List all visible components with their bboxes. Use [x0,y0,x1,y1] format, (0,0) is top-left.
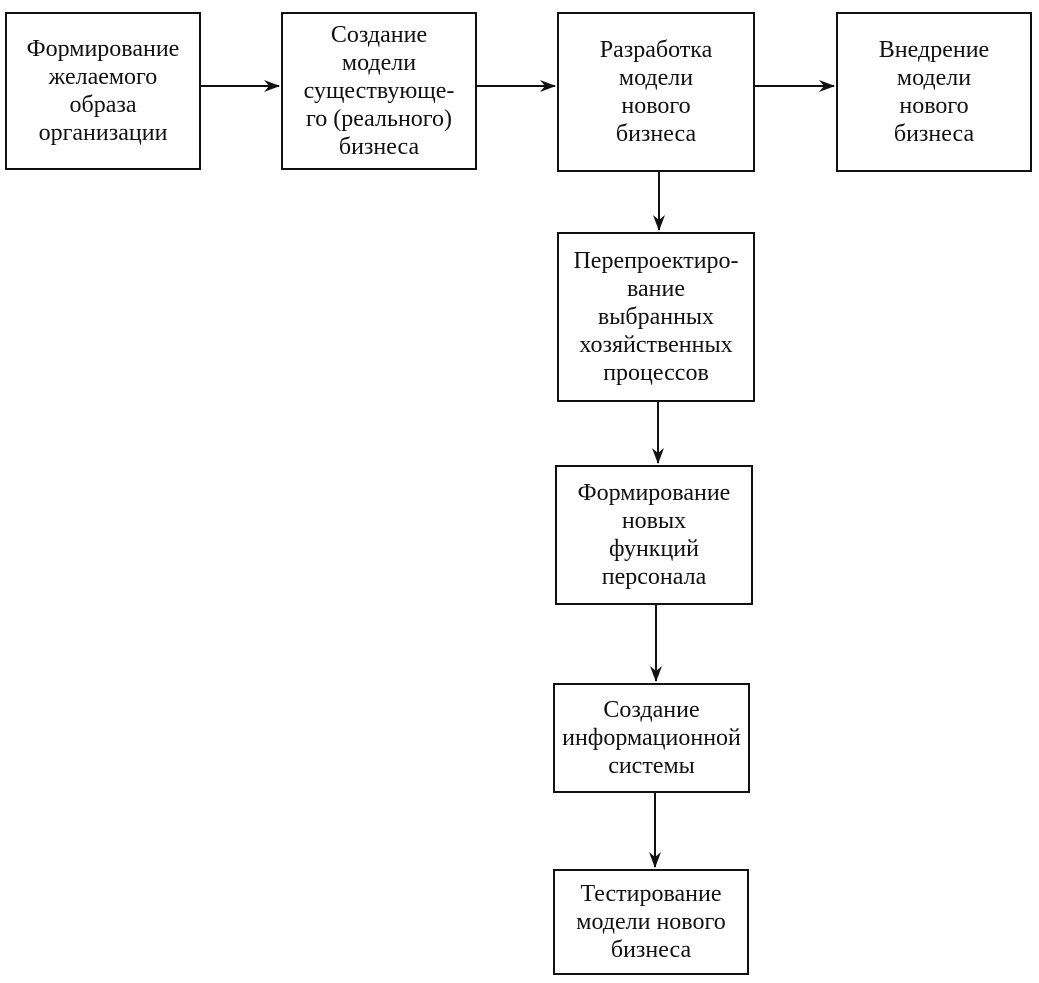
node-model-existing-business: Создание модели существующе- го (реально… [281,12,477,170]
node-test-new-business-model: Тестирование модели нового бизнеса [553,869,749,975]
node-develop-new-business-model: Разработка модели нового бизнеса [557,12,755,172]
node-new-staff-functions: Формирование новых функций персонала [555,465,753,605]
node-redesign-processes: Перепроектиро- вание выбранных хозяйстве… [557,232,755,402]
node-create-information-system: Создание информационной системы [553,683,750,793]
node-implement-new-business-model: Внедрение модели нового бизнеса [836,12,1032,172]
node-form-desired-image: Формирование желаемого образа организаци… [5,12,201,170]
